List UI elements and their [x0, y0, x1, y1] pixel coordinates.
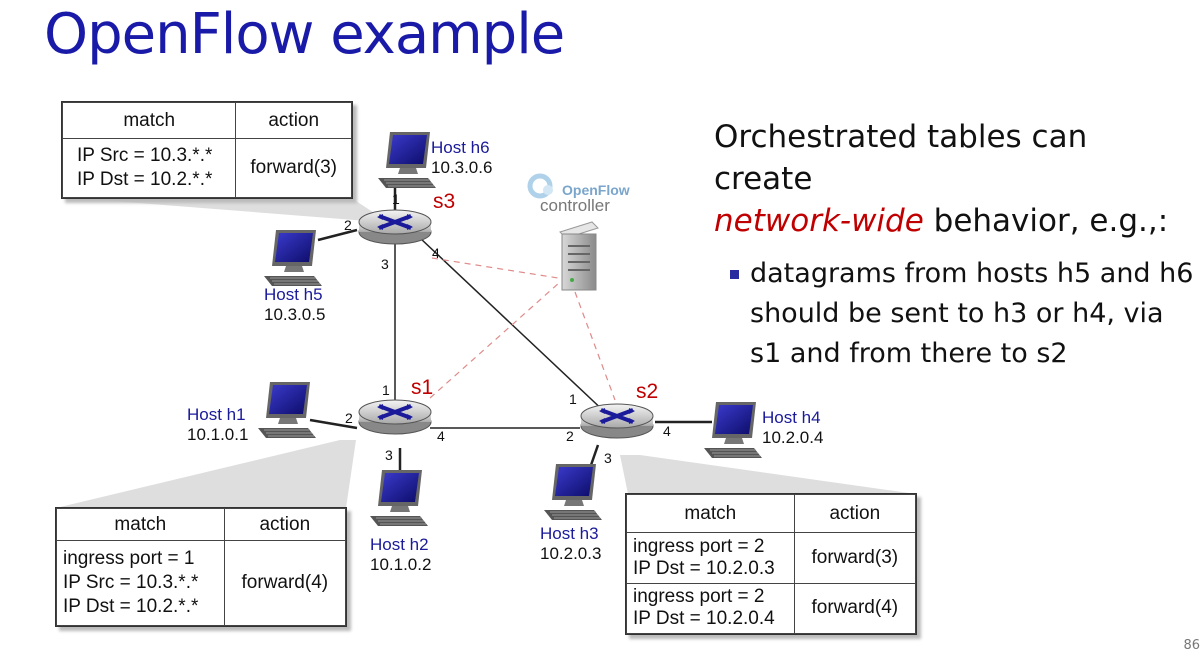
- host-h6-label: Host h6 10.3.0.6: [431, 138, 492, 178]
- page-number: 86: [1183, 638, 1200, 653]
- port-s2-2: 2: [566, 428, 574, 444]
- switch-s2: [579, 402, 655, 440]
- table-s3-match-line: IP Dst = 10.2.*.*: [77, 169, 213, 190]
- host-h4-name: Host h4: [762, 408, 821, 427]
- flow-table-s1: match action ingress port = 1 IP Src = 1…: [55, 507, 347, 627]
- bullet-text: datagrams from hosts h5 and h6 should be…: [750, 258, 1194, 369]
- table-s2-match-cell: ingress port = 2 IP Dst = 10.2.0.4: [626, 582, 795, 634]
- table-s2-match-header: match: [626, 494, 795, 533]
- port-s1-4: 4: [437, 428, 445, 444]
- host-h6-ip: 10.3.0.6: [431, 158, 493, 177]
- host-h4-icon: [703, 401, 763, 459]
- port-s2-4: 4: [663, 423, 671, 439]
- headline-emphasis: network-wide: [714, 203, 924, 239]
- host-h2-ip: 10.1.0.2: [370, 555, 432, 574]
- headline-part-2: behavior, e.g.,:: [933, 203, 1169, 239]
- table-s1-match-cell: ingress port = 1 IP Src = 10.3.*.* IP Ds…: [56, 540, 225, 626]
- table-s1-match-line: ingress port = 1: [63, 548, 195, 569]
- host-h6-name: Host h6: [431, 138, 490, 157]
- table-s2-match-cell: ingress port = 2 IP Dst = 10.2.0.3: [626, 532, 795, 584]
- port-s3-4: 4: [432, 245, 440, 261]
- slide-title: OpenFlow example: [44, 2, 565, 67]
- table-s2-match-line: ingress port = 2: [633, 586, 765, 608]
- switch-s3: [357, 208, 433, 246]
- host-h2-name: Host h2: [370, 535, 429, 554]
- host-h4-ip: 10.2.0.4: [762, 428, 824, 447]
- port-s2-3: 3: [604, 450, 612, 466]
- host-h5-icon: [263, 229, 323, 287]
- host-h1-name: Host h1: [187, 405, 246, 424]
- host-h1-ip: 10.1.0.1: [187, 425, 249, 444]
- headline-part-1: Orchestrated tables can create: [714, 119, 1088, 197]
- table-s2-action-cell: forward(3): [793, 532, 917, 584]
- table-s3-match-line: IP Src = 10.3.*.*: [77, 145, 213, 166]
- controller-server-icon: [559, 221, 599, 291]
- table-s2-action-header: action: [793, 494, 917, 533]
- table-s1-match-header: match: [56, 508, 225, 541]
- host-h5-label: Host h5 10.3.0.5: [264, 285, 325, 325]
- host-h5-ip: 10.3.0.5: [264, 305, 326, 324]
- table-s1-action-header: action: [223, 508, 347, 541]
- flow-table-s3: match action IP Src = 10.3.*.* IP Dst = …: [61, 101, 353, 199]
- host-h2-label: Host h2 10.1.0.2: [370, 535, 431, 575]
- port-s2-1: 1: [569, 391, 577, 407]
- controller-label: controller: [540, 196, 610, 215]
- table-s2-match-line: IP Dst = 10.2.0.4: [633, 608, 775, 630]
- host-h1-icon: [257, 381, 317, 439]
- host-h2-icon: [369, 469, 429, 527]
- flow-table-s2: match action ingress port = 2 IP Dst = 1…: [625, 493, 917, 635]
- table-s3-action-cell: forward(3): [235, 138, 352, 198]
- table-s3-match-cell: IP Src = 10.3.*.* IP Dst = 10.2.*.*: [61, 138, 237, 198]
- port-s1-2: 2: [345, 410, 353, 426]
- port-s1-1: 1: [382, 382, 390, 398]
- port-s3-2: 2: [344, 217, 352, 233]
- switch-s2-label: s2: [636, 380, 659, 403]
- port-s3-1: 1: [392, 191, 400, 207]
- table-s2-match-line: ingress port = 2: [633, 535, 765, 557]
- switch-s1-label: s1: [411, 376, 434, 399]
- host-h3-ip: 10.2.0.3: [540, 544, 602, 563]
- explanation-text: Orchestrated tables can create network-w…: [714, 116, 1194, 374]
- host-h6-icon: [377, 131, 437, 189]
- host-h5-name: Host h5: [264, 285, 323, 304]
- bullet-square-icon: [730, 270, 739, 279]
- host-h3-icon: [543, 463, 603, 521]
- controller-brand: OpenFlow: [562, 182, 630, 198]
- switch-s1: [357, 398, 433, 436]
- host-h4-label: Host h4 10.2.0.4: [762, 408, 823, 448]
- host-h1-label: Host h1 10.1.0.1: [187, 405, 248, 445]
- openflow-logo-icon: [527, 173, 553, 199]
- port-s1-3: 3: [385, 447, 393, 463]
- table-s2-action-cell: forward(4): [793, 582, 917, 634]
- table-s1-match-line: IP Src = 10.3.*.*: [63, 572, 199, 593]
- table-s3-match-header: match: [61, 102, 237, 139]
- host-h3-label: Host h3 10.2.0.3: [540, 524, 601, 564]
- port-s3-3: 3: [381, 256, 389, 272]
- switch-s3-label: s3: [433, 190, 456, 213]
- bullet-item: datagrams from hosts h5 and h6 should be…: [730, 254, 1194, 374]
- table-s3-action-header: action: [235, 102, 352, 139]
- table-s1-action-cell: forward(4): [223, 540, 347, 626]
- host-h3-name: Host h3: [540, 524, 599, 543]
- headline: Orchestrated tables can create network-w…: [714, 116, 1194, 242]
- table-s1-match-line: IP Dst = 10.2.*.*: [63, 596, 199, 617]
- table-s2-match-line: IP Dst = 10.2.0.3: [633, 557, 775, 579]
